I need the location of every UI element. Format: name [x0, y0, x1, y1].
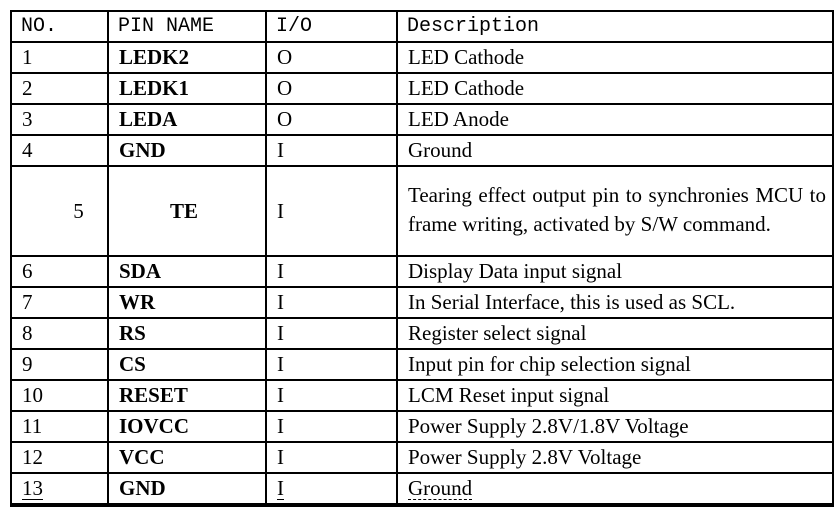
cell-no: 4	[10, 134, 109, 167]
cell-no: 3	[10, 103, 109, 136]
cell-pin-name: RESET	[107, 379, 267, 412]
table-row: 10 RESET I LCM Reset input signal	[10, 379, 834, 412]
table-body: 1 LEDK2 O LED Cathode 2 LEDK1 O LED Cath…	[10, 41, 834, 506]
cell-io: O	[265, 72, 398, 105]
cell-no: 11	[10, 410, 109, 443]
cell-io: I	[265, 317, 398, 350]
cell-description: LED Anode	[396, 103, 834, 136]
cell-no: 9	[10, 348, 109, 381]
cell-io: O	[265, 103, 398, 136]
cell-description: LED Cathode	[396, 72, 834, 105]
cell-io: I	[265, 255, 398, 288]
cell-io: I	[265, 286, 398, 319]
cell-io: I	[265, 348, 398, 381]
cell-no: 6	[10, 255, 109, 288]
cell-pin-name: TE	[107, 165, 267, 257]
cell-description: Ground	[396, 472, 834, 506]
cell-no: 8	[10, 317, 109, 350]
table-row: 7 WR I In Serial Interface, this is used…	[10, 286, 834, 319]
cell-pin-name: WR	[107, 286, 267, 319]
cell-pin-name: LEDK2	[107, 41, 267, 74]
table-row: 2 LEDK1 O LED Cathode	[10, 72, 834, 105]
cell-description: LED Cathode	[396, 41, 834, 74]
cell-description: Power Supply 2.8V/1.8V Voltage	[396, 410, 834, 443]
table-header-row: NO. PIN NAME I/O Description	[10, 10, 834, 43]
table-row: 11 IOVCC I Power Supply 2.8V/1.8V Voltag…	[10, 410, 834, 443]
table-row: 6 SDA I Display Data input signal	[10, 255, 834, 288]
cell-no: 12	[10, 441, 109, 474]
header-cell-description: Description	[396, 10, 834, 43]
header-cell-io: I/O	[265, 10, 398, 43]
cell-io: O	[265, 41, 398, 74]
cell-description: Register select signal	[396, 317, 834, 350]
cell-description: Tearing effect output pin to synchronies…	[396, 165, 834, 257]
cell-pin-name: LEDA	[107, 103, 267, 136]
cell-io: I	[265, 379, 398, 412]
cell-description: Display Data input signal	[396, 255, 834, 288]
table-row: 5 TE I Tearing effect output pin to sync…	[10, 165, 834, 257]
cell-description: Power Supply 2.8V Voltage	[396, 441, 834, 474]
pin-description-table: NO. PIN NAME I/O Description 1 LEDK2 O L…	[10, 10, 834, 507]
table-row: 12 VCC I Power Supply 2.8V Voltage	[10, 441, 834, 474]
table-row: 13 GND I Ground	[10, 472, 834, 506]
cell-no: 13	[10, 472, 109, 506]
cell-pin-name: LEDK1	[107, 72, 267, 105]
cell-description: Ground	[396, 134, 834, 167]
cell-no: 10	[10, 379, 109, 412]
cell-pin-name: RS	[107, 317, 267, 350]
cell-no: 7	[10, 286, 109, 319]
cell-pin-name: IOVCC	[107, 410, 267, 443]
cell-io: I	[265, 134, 398, 167]
table-row: 4 GND I Ground	[10, 134, 834, 167]
cell-description: LCM Reset input signal	[396, 379, 834, 412]
table-row: 1 LEDK2 O LED Cathode	[10, 41, 834, 74]
cell-io: I	[265, 165, 398, 257]
table-row: 8 RS I Register select signal	[10, 317, 834, 350]
cell-io: I	[265, 441, 398, 474]
cell-no: 5	[10, 165, 109, 257]
cell-no: 2	[10, 72, 109, 105]
cell-description: In Serial Interface, this is used as SCL…	[396, 286, 834, 319]
cell-no: 1	[10, 41, 109, 74]
header-cell-pin-name: PIN NAME	[107, 10, 267, 43]
cell-io: I	[265, 472, 398, 506]
cell-pin-name: VCC	[107, 441, 267, 474]
header-cell-no: NO.	[10, 10, 109, 43]
cell-description: Input pin for chip selection signal	[396, 348, 834, 381]
cell-pin-name: GND	[107, 472, 267, 506]
cell-io: I	[265, 410, 398, 443]
table-row: 3 LEDA O LED Anode	[10, 103, 834, 136]
cell-pin-name: GND	[107, 134, 267, 167]
table-row: 9 CS I Input pin for chip selection sign…	[10, 348, 834, 381]
cell-pin-name: CS	[107, 348, 267, 381]
cell-pin-name: SDA	[107, 255, 267, 288]
